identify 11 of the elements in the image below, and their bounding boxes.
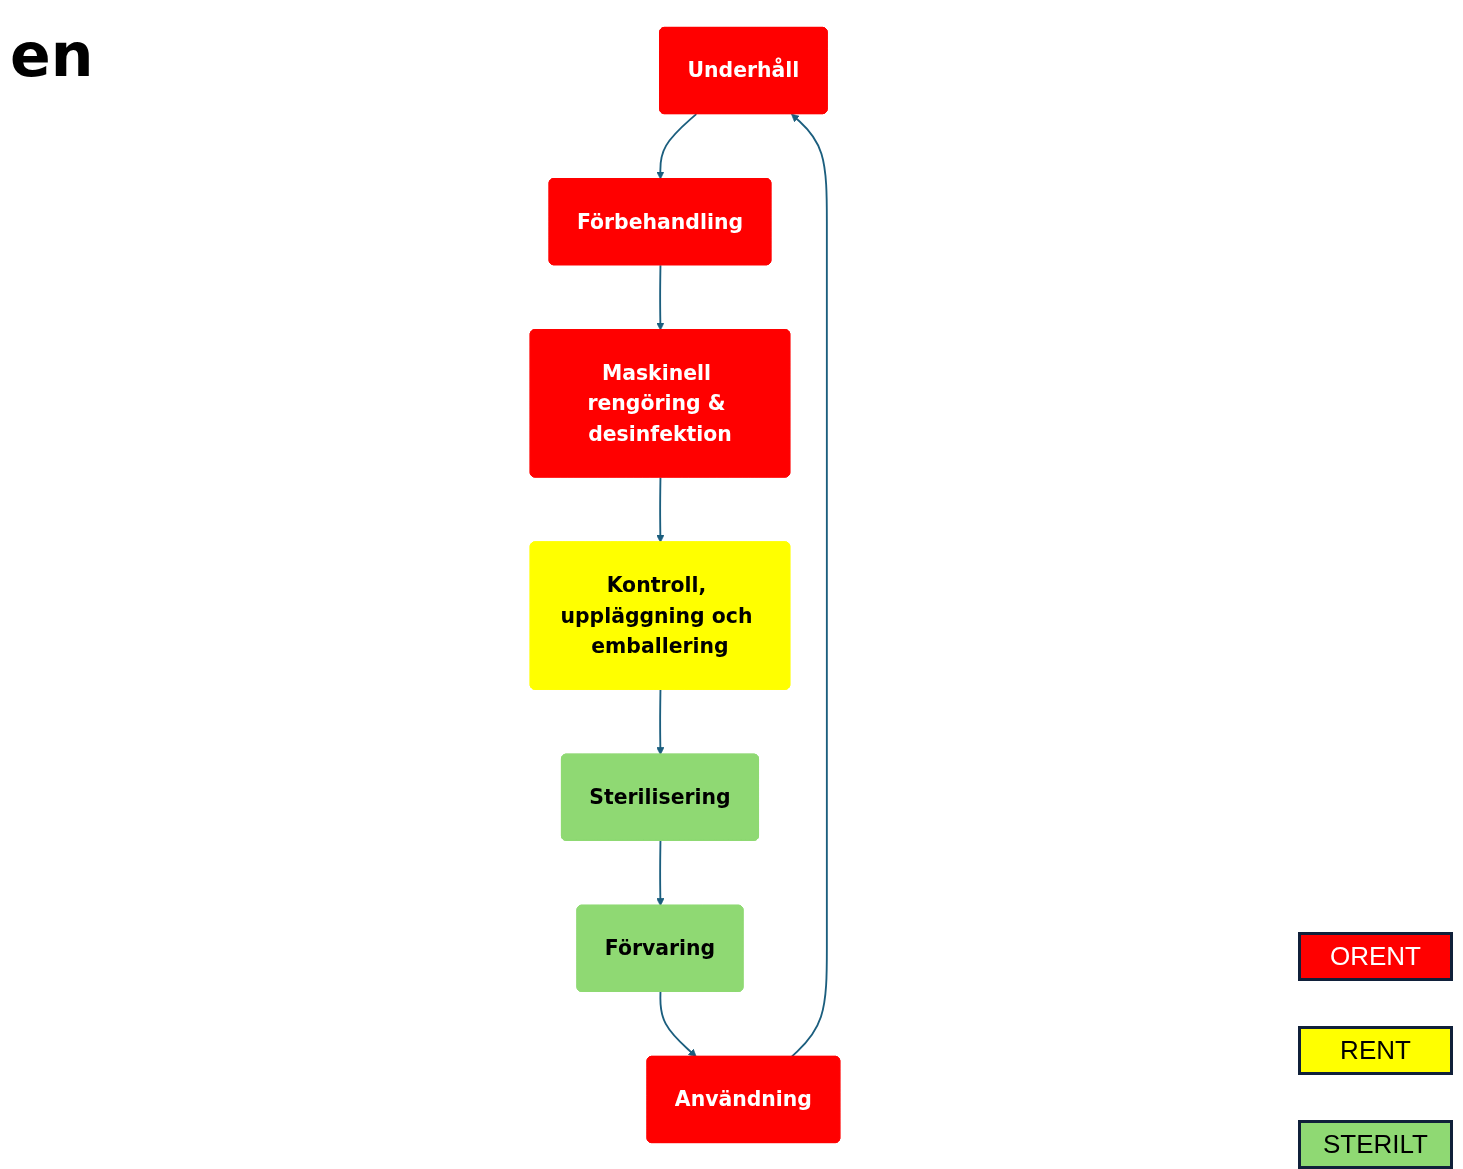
arrow (656, 839, 665, 907)
arrow (656, 113, 698, 180)
legend-swatch: RENT (1298, 1026, 1453, 1075)
arrow (659, 991, 697, 1058)
title: en (10, 20, 94, 90)
arrow (656, 264, 665, 331)
legend-swatch: STERILT (1298, 1120, 1453, 1169)
arrow (790, 113, 828, 1058)
arrow (656, 688, 665, 755)
arrow (656, 476, 665, 543)
legend-swatch: ORENT (1298, 932, 1453, 981)
